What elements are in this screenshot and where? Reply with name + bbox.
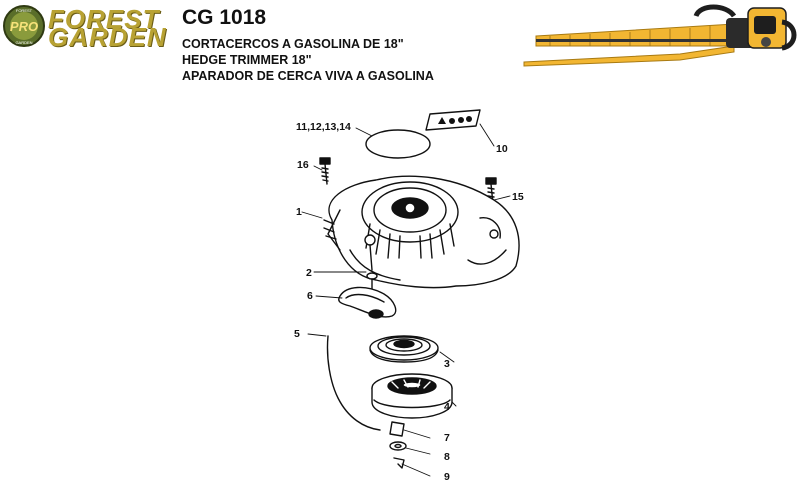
model-number: CG 1018: [182, 6, 267, 29]
svg-text:GARDEN: GARDEN: [15, 40, 32, 45]
part-rope-eyelet: [364, 234, 378, 297]
part-pawl: [389, 421, 405, 437]
part-starter-rope: [326, 335, 381, 431]
brand-seal-icon: PRO FOREST GARDEN: [3, 5, 45, 47]
part-retaining-clip: [393, 457, 405, 469]
callout-8: 8: [444, 451, 450, 463]
title-block: CG 1018 CORTACERCOS A GASOLINA DE 18" HE…: [182, 6, 434, 84]
svg-text:PRO: PRO: [10, 19, 38, 34]
callout-15: 15: [512, 191, 524, 203]
svg-text:FOREST: FOREST: [16, 8, 33, 13]
part-recoil-spring: [369, 335, 439, 363]
brand-name-line2: GARDEN: [48, 22, 167, 52]
title-line-pt: APARADOR DE CERCA VIVA A GASOLINA: [182, 69, 434, 83]
part-starter-handle: [338, 286, 397, 319]
callout-4: 4: [444, 401, 450, 413]
title-line-es: CORTACERCOS A GASOLINA DE 18": [182, 37, 404, 51]
part-rope-pulley: [371, 373, 453, 419]
callout-11-14: 11,12,13,14: [296, 121, 351, 133]
brand-logo: PRO FOREST GARDEN FOREST GARDEN: [2, 4, 172, 52]
callout-1: 1: [296, 206, 302, 218]
callout-9: 9: [444, 471, 450, 483]
hedge-trimmer-image: [523, 4, 797, 67]
part-bolt-16: [319, 157, 331, 185]
callout-3: 3: [444, 358, 450, 370]
part-washer: [389, 441, 407, 451]
starter-exploded-diagram: [301, 109, 520, 477]
title-line-en: HEDGE TRIMMER 18": [182, 53, 312, 67]
callout-7: 7: [444, 432, 450, 444]
callout-6: 6: [307, 290, 313, 302]
brand-name-line1: FOREST: [48, 4, 160, 34]
part-filter-disc: [365, 129, 431, 159]
callout-5: 5: [294, 328, 300, 340]
callout-2: 2: [306, 267, 312, 279]
part-starter-housing: [323, 175, 520, 289]
callout-10: 10: [496, 143, 508, 155]
callout-16: 16: [297, 159, 309, 171]
